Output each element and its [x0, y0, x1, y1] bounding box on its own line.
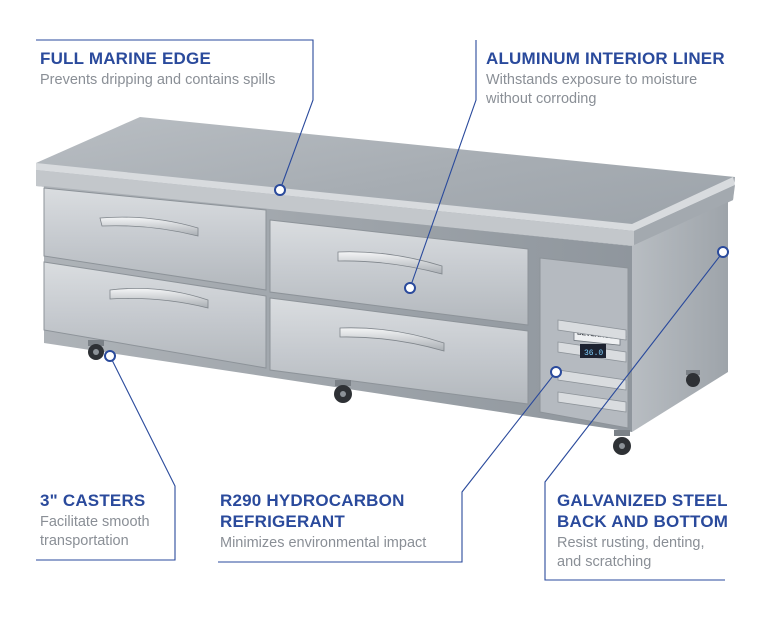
drawer-top-left [43, 187, 267, 291]
liner-dot [404, 282, 416, 294]
callout-aluminum-liner: ALUMINUM INTERIOR LINER Withstands expos… [486, 48, 725, 109]
callout-description-line-1: Resist rusting, denting, [557, 535, 705, 551]
countertop [36, 117, 735, 246]
marine-edge-dot [274, 184, 286, 196]
refrigerant-dot [550, 366, 562, 378]
drawer-bottom-left [43, 261, 267, 369]
galvanized-dot [717, 246, 729, 258]
callout-description: Minimizes environmental impact [220, 535, 427, 551]
callout-dots [104, 184, 729, 378]
callout-title-line-2: BACK AND BOTTOM [557, 512, 729, 531]
callout-title-line-1: R290 HYDROCARBON [220, 491, 405, 510]
drawer-bottom-right [269, 297, 529, 405]
compressor-panel: BEVERAGE-AIR 36.0 [539, 257, 629, 429]
callout-description: Prevents dripping and contains spills [40, 72, 276, 88]
callout-description-line-1: Facilitate smooth [40, 514, 150, 530]
leader-lines [36, 39, 725, 581]
callout-description-line-1: Withstands exposure to moisture [486, 72, 698, 88]
callout-marine-edge: FULL MARINE EDGE Prevents dripping and c… [40, 48, 275, 90]
callout-title-line-1: GALVANIZED STEEL [557, 491, 728, 510]
callout-title-line-2: REFRIGERANT [220, 512, 345, 531]
temperature-display [580, 344, 606, 358]
casters [88, 340, 700, 455]
callout-title: ALUMINUM INTERIOR LINER [486, 49, 725, 68]
callout-refrigerant: R290 HYDROCARBON REFRIGERANT Minimizes e… [220, 490, 426, 553]
drawer-handles [99, 216, 445, 352]
callout-galvanized: GALVANIZED STEEL BACK AND BOTTOM Resist … [557, 490, 728, 572]
callout-description-line-2: and scratching [557, 554, 652, 570]
casters-dot [104, 350, 116, 362]
callout-casters: 3" CASTERS Facilitate smooth transportat… [40, 490, 150, 551]
callout-title: 3" CASTERS [40, 491, 146, 510]
temperature-readout: 36.0 [584, 349, 603, 358]
callout-title: FULL MARINE EDGE [40, 49, 212, 68]
drawer-top-right [269, 219, 529, 326]
callout-description-line-2: without corroding [486, 91, 597, 107]
callout-description-line-2: transportation [40, 533, 129, 549]
